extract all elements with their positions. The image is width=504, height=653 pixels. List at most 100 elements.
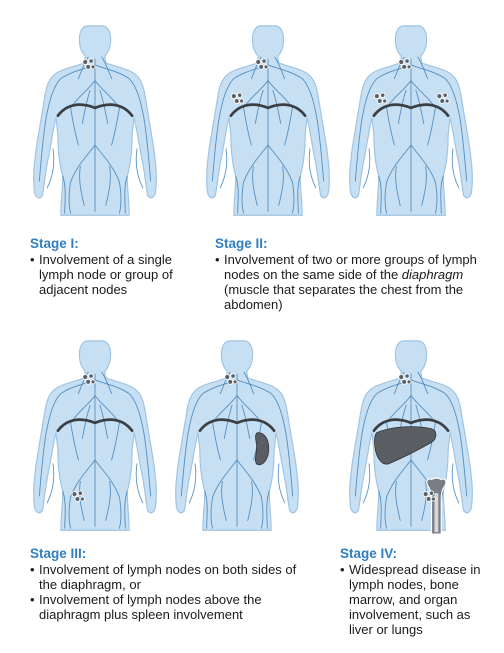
lymph-vessel [62, 175, 66, 214]
lymph-vessel [417, 56, 429, 80]
lymph-vessel [384, 459, 412, 529]
lymph-node [232, 379, 238, 385]
diaphragm-line [56, 418, 134, 433]
lymph-node [404, 58, 410, 64]
lymph-node-cluster-neck [255, 58, 269, 70]
lymph-vessel [267, 144, 295, 214]
lymph-node [398, 373, 405, 380]
stage-1-figure [30, 20, 160, 225]
lymph-vessel [135, 463, 144, 504]
lymph-node [401, 378, 408, 385]
spleen [255, 432, 270, 466]
lymph-vessel [386, 107, 395, 146]
stage-2-figure-a [203, 20, 333, 225]
lymph-vessel [94, 144, 122, 214]
lymph-node [404, 373, 410, 379]
lymph-vessel [180, 379, 238, 497]
lymph-vessel [223, 404, 233, 439]
lymph-vessel [247, 480, 253, 521]
lymph-vessel [188, 463, 197, 504]
lymph-vessel [266, 490, 270, 529]
lymph-vessel [354, 64, 412, 182]
lymph-vessel [38, 64, 96, 182]
lymph-vessel [105, 480, 111, 521]
lymph-vessel [99, 404, 109, 439]
lymph-vessel [68, 459, 96, 529]
italic-term: diaphragm [401, 267, 464, 282]
lymph-vessel [46, 148, 55, 189]
lymph-node-cluster-armpit-left [436, 92, 450, 104]
bullet-text: (muscle that separates the chest from th… [224, 282, 464, 312]
stage-4-bullet: Widespread disease in lymph nodes, bone … [340, 562, 490, 637]
lymph-vessel [395, 165, 401, 206]
lymph-vessel [221, 480, 227, 521]
lymph-vessel [267, 64, 325, 182]
lymph-vessel [451, 148, 460, 189]
lymph-node [406, 379, 412, 385]
diaphragm-line [56, 103, 134, 118]
lymph-vessel [378, 175, 382, 214]
lymph-node [258, 63, 265, 70]
lymph-node [88, 373, 94, 379]
stage-1-title: Stage I: [30, 236, 79, 251]
lymph-node-cluster-groin-right [71, 490, 85, 502]
diaphragm-line [372, 418, 450, 433]
lymph-vessel [68, 144, 96, 214]
lymph-node [90, 64, 96, 70]
lymph-vessel [101, 56, 113, 80]
lymph-node [255, 58, 262, 65]
lymph-vessel [219, 148, 228, 189]
bullet-text: Involvement of two or more groups of lym… [224, 252, 477, 282]
lymph-node [71, 491, 78, 498]
bullet-text: Widespread disease in lymph nodes, bone … [349, 562, 481, 637]
lymph-vessel [235, 175, 239, 214]
diaphragm-line [198, 418, 276, 433]
lymph-node [430, 496, 436, 502]
lymph-node [82, 58, 89, 65]
stage-3-figure-b [172, 335, 302, 540]
lymph-node [227, 378, 234, 385]
lymph-node [425, 496, 432, 502]
lymph-node [90, 379, 96, 385]
lymph-node [428, 490, 435, 496]
stage-2-title: Stage II: [215, 236, 268, 251]
lymph-vessel [77, 371, 89, 395]
lymph-vessels [211, 56, 325, 214]
lymph-vessel [417, 371, 429, 395]
lymph-vessel [81, 404, 91, 439]
stage-3-figure-a [30, 335, 160, 540]
bone-marrow [434, 493, 439, 533]
lymph-node [406, 64, 412, 70]
lymph-node [230, 93, 237, 100]
lymph-node [77, 490, 84, 496]
bullet-text: Involvement of a single lymph node or gr… [39, 252, 173, 297]
bullet-text: Involvement of lymph nodes above the dia… [39, 592, 262, 622]
lymph-node [376, 98, 383, 104]
lymph-vessels [38, 56, 152, 214]
lymph-vessel [254, 89, 264, 124]
lymph-vessel [241, 144, 269, 214]
lymph-vessel [395, 480, 401, 521]
lymph-vessel [81, 89, 91, 124]
lymph-node [239, 98, 245, 104]
lymph-node-cluster-neck [82, 58, 96, 70]
lymph-node [422, 491, 429, 498]
lymph-vessel [101, 371, 113, 395]
lymph-node [380, 92, 386, 98]
lymph-node [398, 58, 405, 65]
lymph-vessel [397, 89, 407, 124]
lymph-node [439, 98, 446, 104]
lymph-vessel [236, 459, 264, 529]
lymph-vessel [243, 371, 255, 395]
lymph-vessel [451, 463, 460, 504]
lymph-vessel [124, 175, 128, 214]
lymph-vessel [105, 165, 111, 206]
lymph-vessel [415, 89, 425, 124]
lymph-vessel [111, 107, 120, 146]
stage-1-text: Stage I: Involvement of a single lymph n… [30, 235, 200, 297]
stage-4-text: Stage IV: Widespread disease in lymph no… [340, 545, 490, 637]
lymph-node [263, 64, 269, 70]
lymph-vessel [210, 459, 238, 529]
lymph-node [85, 378, 92, 385]
lymph-node [261, 58, 267, 64]
